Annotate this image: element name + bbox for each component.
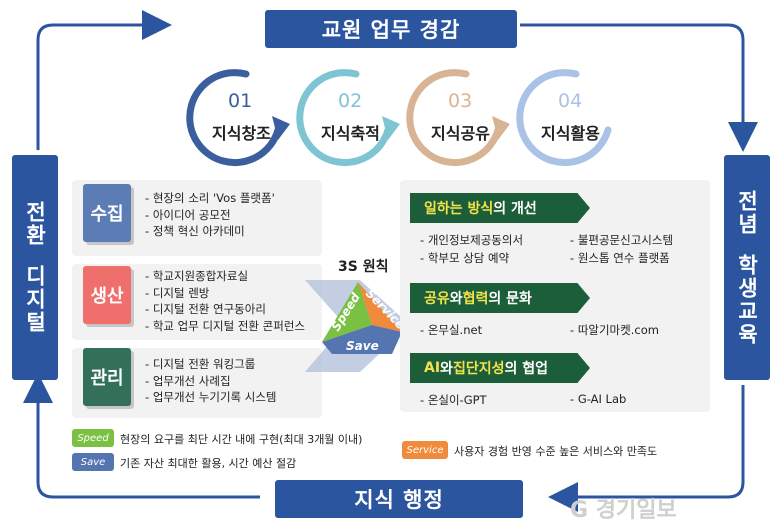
cycle-label-1: 지식창조 (212, 124, 271, 143)
section-3-item-1: - 온실이-GPT (420, 393, 487, 407)
cycle-arrowhead-3 (492, 116, 510, 140)
cycle-arc-3 (406, 69, 502, 166)
legend-speed-text: 현장의 요구를 최단 시간 내에 구현(최대 3개월 이내) (120, 433, 363, 446)
banner-left-text-2: 전환 (23, 201, 47, 247)
section-head-1-hl: 일하는 방식 (424, 201, 494, 217)
list-item: 정책 혁신 아카데미 (145, 223, 275, 240)
speed-wedge (322, 282, 372, 342)
cycle-num-3: 03 (448, 90, 473, 112)
cycle-arc-4 (516, 69, 612, 166)
legend-service-text: 사용자 경험 반영 수준 높은 서비스와 만족도 (454, 445, 658, 458)
frame-arrow-top-left (36, 10, 172, 150)
service-wedge (358, 282, 402, 332)
list-item: 업무개선 사례집 (145, 373, 277, 390)
banner-left: 디지털 전환 (12, 155, 58, 380)
list-item: 디지털 렌방 (145, 285, 305, 302)
section-1-item-3: - 학부모 상담 예약 (420, 251, 510, 265)
section-head-1-rest: 의 개선 (493, 201, 537, 217)
list-collect: 현장의 소리 'Vos 플랫폼' 아이디어 공모전 정책 혁신 아카데미 (145, 190, 275, 240)
list-item: 학교 업무 디지털 전환 콘퍼런스 (145, 318, 305, 335)
section-3-item-2: - G-AI Lab (570, 392, 627, 406)
cycle-label-2: 지식축적 (321, 124, 380, 143)
list-item: 아이디어 공모전 (145, 207, 275, 224)
section-1-item-2: - 불편공문신고시스템 (570, 233, 674, 247)
frame-arrow-bottom-right (548, 385, 745, 512)
section-2-item-1: - 온무실.net (420, 323, 483, 337)
tag-produce: 생산 (83, 266, 131, 324)
banner-left-text-1: 디지털 (23, 265, 47, 334)
banner-bottom: 지식 행정 (275, 480, 523, 518)
cycle-label-4: 지식활용 (541, 124, 600, 143)
banner-right-text-2: 전념 (735, 189, 759, 236)
cycle-arrowhead-2 (382, 116, 400, 140)
principle-title: 3S 원칙 (338, 259, 389, 275)
list-manage: 디지털 전환 워킹그룹 업무개선 사례집 업무개선 누기기록 시스템 (145, 356, 277, 406)
list-item: 학교지원종합자료실 (145, 268, 305, 285)
legend-service-chip: Service (402, 441, 448, 459)
cycle-num-4: 04 (558, 90, 583, 112)
frame-arrow-bottom-left (23, 373, 260, 499)
banner-top-text: 교원 업무 경감 (321, 18, 461, 42)
section-2-item-2: - 따알기마켓.com (570, 323, 659, 337)
principle-diagram: Speed Service Save (305, 280, 410, 372)
legend-save-text: 기존 자산 최대한 활용, 시간 예산 절감 (120, 457, 297, 470)
cycle-arrows (186, 69, 612, 166)
list-item: 디지털 전환 연구동아리 (145, 301, 305, 318)
section-1-item-1: - 개인정보제공동의서 (420, 233, 524, 247)
legend-speed-chip: Speed (72, 429, 114, 447)
cycle-num-1: 01 (228, 90, 253, 112)
banner-right-text-1: 학생교육 (735, 253, 759, 346)
banner-bottom-text: 지식 행정 (354, 488, 444, 512)
frame-arrow-top-right (520, 23, 758, 152)
banner-top: 교원 업무 경감 (265, 10, 517, 48)
legend-save-chip: Save (72, 453, 114, 471)
cycle-label-3: 지식공유 (431, 124, 490, 143)
save-wedge (322, 325, 402, 354)
banner-right: 학생교육 전념 (724, 155, 770, 380)
list-item: 현장의 소리 'Vos 플랫폼' (145, 190, 275, 207)
cycle-arc-1 (186, 69, 282, 166)
tag-manage: 관리 (83, 348, 131, 406)
section-1-item-4: - 원스톱 연수 플랫폼 (570, 251, 670, 265)
list-item: 업무개선 누기기록 시스템 (145, 389, 277, 406)
cycle-arc-2 (296, 69, 392, 166)
watermark: G 경기일보 (570, 498, 677, 523)
tag-collect: 수집 (83, 184, 131, 242)
cycle-arrowhead-1 (272, 116, 290, 140)
list-produce: 학교지원종합자료실 디지털 렌방 디지털 전환 연구동아리 학교 업무 디지털 … (145, 268, 305, 334)
save-label: Save (346, 339, 379, 353)
cycle-num-2: 02 (338, 90, 363, 112)
list-item: 디지털 전환 워킹그룹 (145, 356, 277, 373)
